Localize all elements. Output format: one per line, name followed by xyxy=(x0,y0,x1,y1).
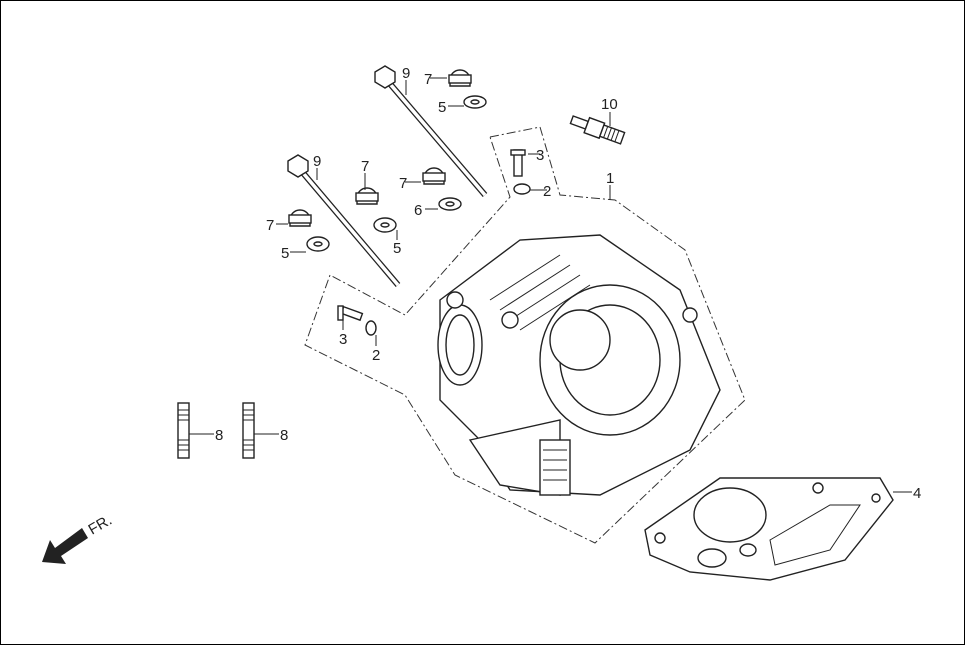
callout-5: 5 xyxy=(438,99,446,116)
o-ring xyxy=(513,183,531,195)
washer xyxy=(438,197,462,211)
long-bolt xyxy=(287,154,401,287)
callout-7: 7 xyxy=(399,175,407,192)
stud-bolt xyxy=(177,402,190,459)
callout-5: 5 xyxy=(393,240,401,257)
cylinder-head-group-outline xyxy=(304,126,746,544)
cap-nut xyxy=(422,167,446,185)
cap-nut xyxy=(448,69,472,87)
callout-4: 4 xyxy=(913,485,921,502)
callout-3: 3 xyxy=(536,147,544,164)
leader-lines xyxy=(189,77,912,493)
front-direction-arrow-icon xyxy=(42,528,88,564)
dowel-pin xyxy=(510,149,526,177)
callout-2: 2 xyxy=(543,183,551,200)
callout-8: 8 xyxy=(280,427,288,444)
long-bolt xyxy=(374,65,488,197)
cylinder-head xyxy=(437,234,721,496)
washer xyxy=(373,217,397,233)
callout-2: 2 xyxy=(372,347,380,364)
washer xyxy=(463,95,487,109)
callout-6: 6 xyxy=(414,202,422,219)
callout-9: 9 xyxy=(402,65,410,82)
washer xyxy=(306,236,330,252)
dowel-pin xyxy=(337,305,364,322)
callout-7: 7 xyxy=(361,158,369,175)
callout-8: 8 xyxy=(215,427,223,444)
o-ring xyxy=(365,320,377,336)
head-gasket xyxy=(644,477,894,581)
cap-nut xyxy=(288,209,312,227)
callout-10: 10 xyxy=(601,96,618,113)
spark-plug xyxy=(569,115,626,145)
callout-3: 3 xyxy=(339,331,347,348)
callout-7: 7 xyxy=(266,217,274,234)
callout-1: 1 xyxy=(606,170,614,187)
cap-nut xyxy=(355,187,379,205)
callout-7: 7 xyxy=(424,71,432,88)
callout-5: 5 xyxy=(281,245,289,262)
callout-9: 9 xyxy=(313,153,321,170)
stud-bolt xyxy=(242,402,255,459)
